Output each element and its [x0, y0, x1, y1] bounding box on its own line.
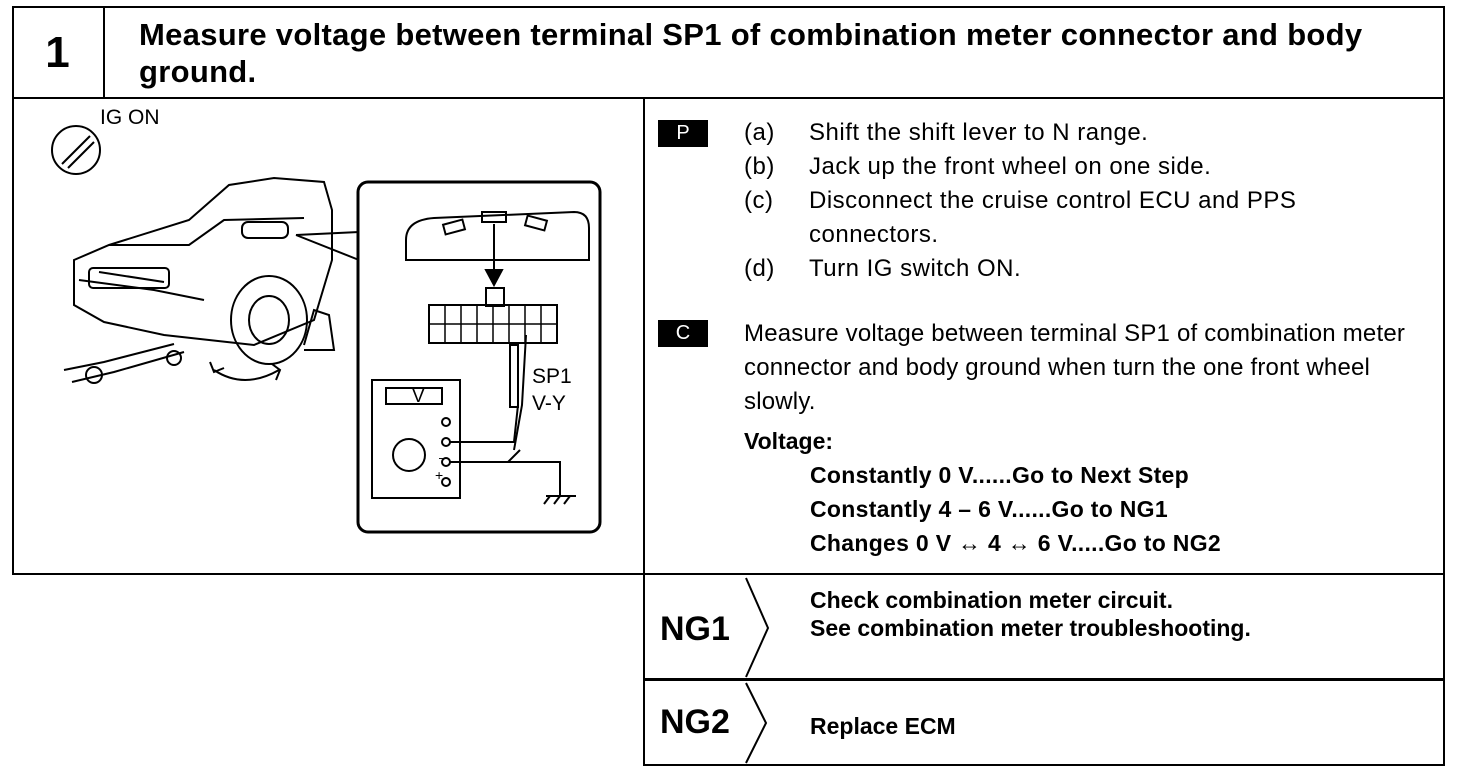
svg-text:+: +	[435, 467, 443, 483]
voltmeter-illustration	[371, 379, 561, 499]
ground-symbol-icon	[543, 495, 576, 505]
step-text: Shift the shift lever to N range.	[809, 119, 1149, 146]
voltage-label: Voltage:	[744, 428, 834, 454]
check-badge: C	[658, 320, 708, 347]
ng1-chevron	[745, 577, 770, 678]
voltage-result: Constantly 4 – 6 V......Go to NG1	[810, 496, 1168, 522]
step-title: Measure voltage between terminal SP1 of …	[139, 17, 1363, 89]
step-text: Turn IG switch ON.	[809, 255, 1022, 282]
ignition-key-icon	[51, 125, 101, 175]
wire-color-label: V-Y	[532, 392, 566, 415]
check-instruction: Measure voltage between terminal SP1 of …	[744, 320, 1406, 415]
step-letter: (b)	[744, 153, 775, 180]
step-letter: (c)	[744, 187, 774, 214]
procedure-box	[12, 99, 1445, 575]
ng2-chevron	[745, 682, 768, 764]
step-number: 1	[12, 6, 105, 99]
column-divider	[643, 99, 645, 766]
ng1-label: NG1	[660, 610, 730, 648]
procedure-illustration: – +	[51, 125, 602, 534]
step-header	[12, 6, 1445, 99]
step-letter: (a)	[744, 119, 775, 146]
terminal-label: SP1	[532, 365, 572, 388]
inset-frame	[356, 180, 602, 534]
ng2-line: Replace ECM	[810, 713, 956, 739]
voltage-result: Changes 0 V ↔ 4 ↔ 6 V.....Go to NG2	[810, 530, 1221, 556]
svg-text:–: –	[439, 449, 447, 465]
voltage-result: Constantly 0 V......Go to Next Step	[810, 462, 1189, 488]
step-text: Jack up the front wheel on one side.	[809, 153, 1212, 180]
prep-step-b: (b)	[744, 150, 808, 184]
prep-step-c: (c)	[744, 184, 808, 218]
meter-mode-label: V	[412, 386, 425, 407]
car-on-jack-illustration	[63, 176, 336, 384]
step-text: Disconnect the cruise control ECU and PP…	[809, 187, 1297, 248]
connector-illustration	[405, 210, 590, 451]
ng1-line: Check combination meter circuit.	[810, 587, 1173, 613]
ng2-box	[643, 679, 1445, 766]
ng2-label: NG2	[660, 703, 730, 741]
prep-badge: P	[658, 120, 708, 147]
ig-on-label: IG ON	[100, 106, 160, 129]
ng1-line: See combination meter troubleshooting.	[810, 615, 1251, 641]
step-letter: (d)	[744, 255, 775, 282]
prep-step-a: (a)	[744, 116, 808, 150]
prep-step-d: (d)	[744, 252, 808, 286]
